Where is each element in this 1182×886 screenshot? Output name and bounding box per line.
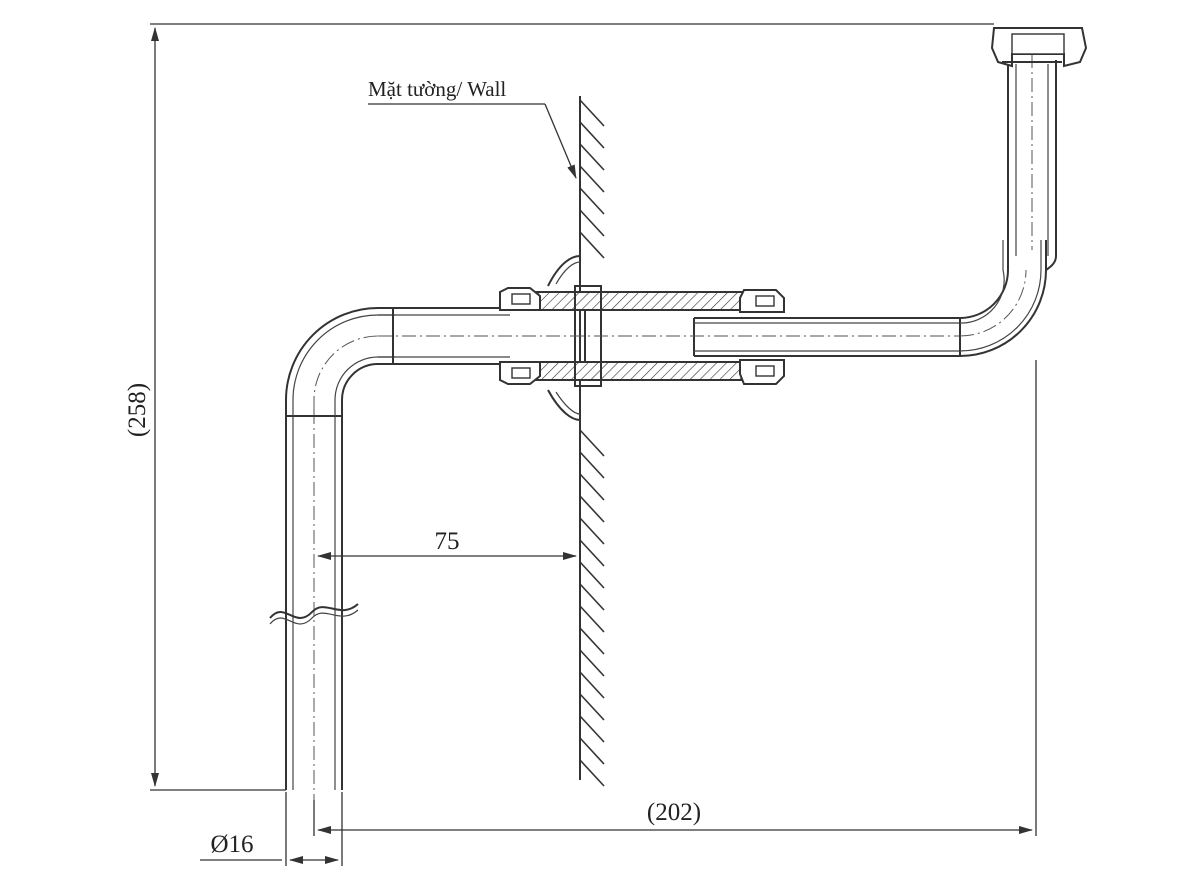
hatch-stroke [579,165,605,193]
hatch-stroke [579,429,605,457]
hatch-stroke [579,451,605,479]
hatch-stroke [579,671,605,699]
hatch-stroke [579,693,605,721]
hatch-stroke [579,121,605,149]
left-vertical-pipe [269,410,359,830]
hatch-stroke [579,759,605,787]
right-elbow [959,240,1047,357]
right-vertical-pipe [1007,30,1057,271]
wall [579,96,605,787]
dimension-total-height: (258) [124,23,994,791]
wall-hatching [579,99,605,787]
pipe-diameter-label: Ø16 [210,831,253,858]
dimension-wall-offset: 75 [317,528,577,560]
hatch-stroke [579,737,605,765]
wall-leader: Mặt tường/ Wall [368,77,577,179]
inner-tube [378,310,960,362]
hatch-stroke [579,143,605,171]
hatch-stroke [579,715,605,743]
dimension-pipe-diameter: Ø16 [200,792,343,866]
hatch-stroke [579,209,605,237]
hatch-stroke [579,627,605,655]
hatch-stroke [579,583,605,611]
top-connector-fitting [990,27,1088,68]
total-width-label: (202) [647,799,701,826]
hatch-stroke [579,649,605,677]
hatch-stroke [579,473,605,501]
dimension-total-width: (202) [313,360,1037,836]
wall-offset-label: 75 [435,528,460,555]
left-union-nut [499,287,541,385]
wall-label: Mặt tường/ Wall [368,77,506,101]
wall-rosette [547,255,581,421]
horizontal-pipe-outlet [694,317,961,357]
break-line [269,603,359,619]
hatch-stroke [579,539,605,567]
hatch-stroke [579,99,605,127]
hatch-stroke [579,231,605,259]
hatch-stroke [579,187,605,215]
hatch-stroke [579,495,605,523]
hatch-stroke [579,561,605,589]
hatch-stroke [579,517,605,545]
left-elbow [285,307,395,416]
total-height-label: (258) [124,383,151,437]
hatch-stroke [579,605,605,633]
horizontal-pipe-inlet [378,307,510,365]
right-union-nut [739,289,785,385]
